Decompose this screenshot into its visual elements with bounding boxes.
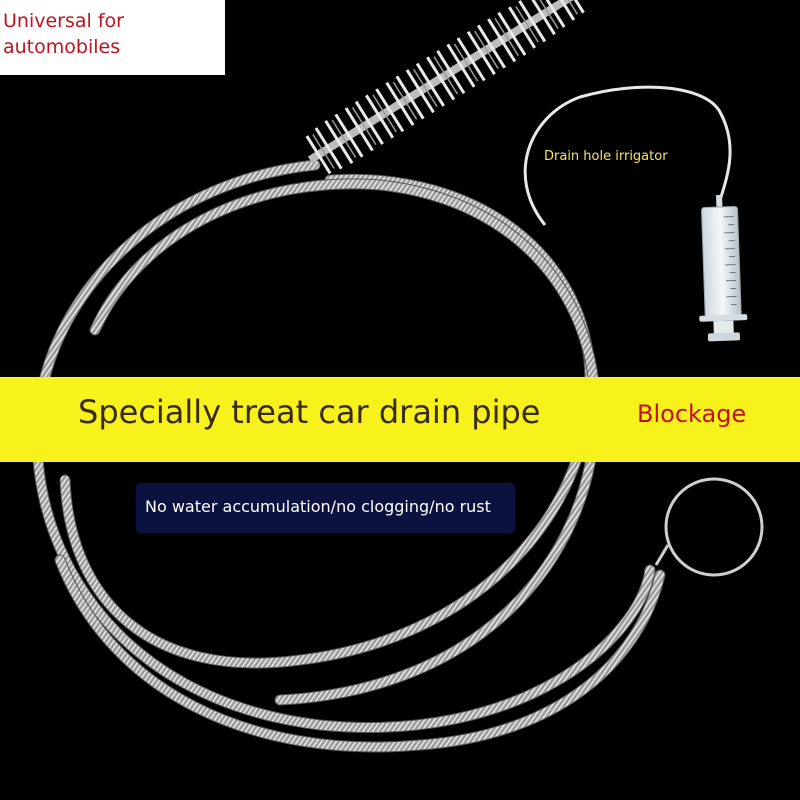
syringe	[699, 194, 748, 342]
subheading-badge: No water accumulation/no clogging/no rus…	[136, 483, 515, 533]
irrigator-tube	[523, 85, 732, 226]
headline-banner	[0, 377, 800, 462]
corner-label-line1: Universal for	[3, 10, 124, 32]
corner-label: Universal for automobiles	[0, 0, 225, 75]
corner-label-line2: automobiles	[3, 36, 121, 58]
subheading-text: No water accumulation/no clogging/no rus…	[145, 497, 491, 516]
ring-handle	[654, 477, 764, 577]
spring-cable	[31, 159, 666, 753]
irrigator-label: Drain hole irrigator	[544, 149, 668, 164]
banner-side-text: Blockage	[637, 400, 747, 428]
bristle-brush	[305, 0, 601, 175]
banner-title: Specially treat car drain pipe	[78, 393, 541, 431]
